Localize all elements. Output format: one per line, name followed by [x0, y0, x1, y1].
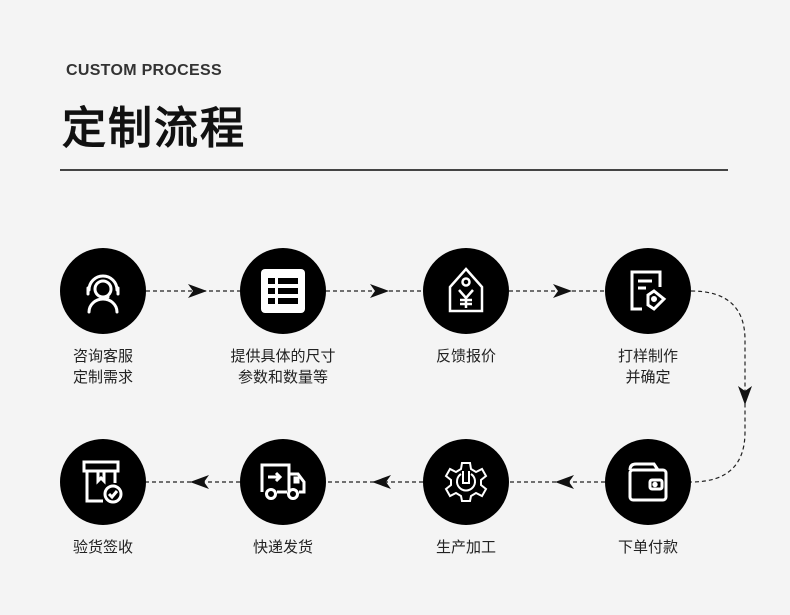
step-receipt: 验货签收	[23, 439, 183, 558]
subtitle: CUSTOM PROCESS	[66, 62, 222, 79]
divider	[60, 169, 728, 171]
step-label: 下单付款	[617, 538, 678, 556]
connector-curve	[690, 290, 746, 483]
gear-wrench-icon	[444, 462, 488, 502]
arrow-right-icon	[188, 284, 207, 298]
step-sample: 打样制作并确定	[568, 248, 728, 388]
arrow-right-icon	[553, 284, 572, 298]
price-tag-icon	[448, 267, 484, 313]
list-form-icon	[261, 269, 305, 313]
step-production: 生产加工	[386, 439, 546, 558]
step-label: 反馈报价	[435, 347, 496, 365]
arrow-left-icon	[555, 475, 574, 489]
arrow-left-icon	[190, 475, 209, 489]
step-specs: 提供具体的尺寸参数和数量等	[203, 248, 363, 388]
arrow-left-icon	[372, 475, 391, 489]
step-label: 提供具体的尺寸	[230, 347, 336, 365]
step-label: 定制需求	[72, 368, 133, 386]
step-label: 参数和数量等	[237, 368, 328, 386]
arrow-down-icon	[738, 386, 752, 405]
step-payment: 下单付款	[568, 439, 728, 558]
step-consult: 咨询客服定制需求	[23, 248, 183, 388]
step-label: 打样制作	[617, 347, 678, 365]
document-edit-icon	[630, 270, 667, 311]
step-label: 验货签收	[72, 538, 133, 556]
step-label: 并确定	[625, 368, 671, 386]
step-label: 快递发货	[252, 538, 313, 556]
wallet-icon	[628, 462, 668, 502]
step-shipping: 快递发货	[203, 439, 363, 558]
step-label: 生产加工	[435, 538, 496, 556]
step-label: 咨询客服	[72, 347, 133, 365]
delivery-truck-icon	[260, 463, 306, 500]
page-title: 定制流程	[62, 103, 246, 154]
step-quote: 反馈报价	[386, 248, 546, 367]
customer-service-icon	[86, 274, 120, 314]
package-check-icon	[82, 460, 123, 504]
arrow-right-icon	[370, 284, 389, 298]
